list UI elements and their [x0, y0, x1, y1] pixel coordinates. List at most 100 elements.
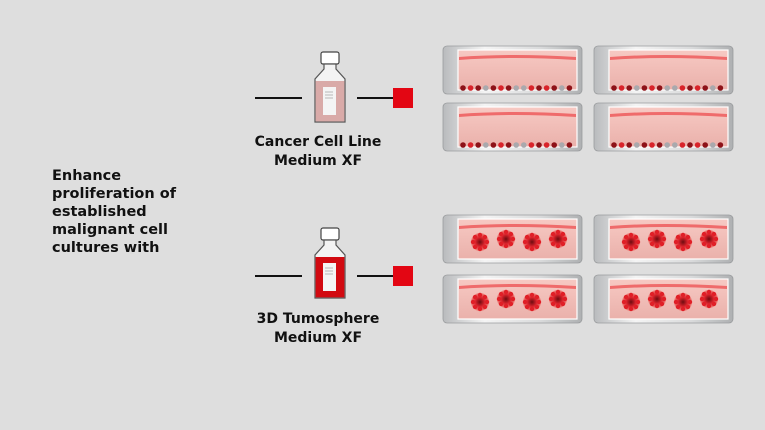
- tumosphere-cell: [706, 303, 712, 309]
- adherent-cell-grey: [664, 142, 670, 148]
- tumosphere-cell: [508, 301, 514, 307]
- adherent-cell-grey: [664, 85, 670, 91]
- tumosphere-cell: [536, 299, 542, 305]
- adherent-cell: [490, 142, 497, 148]
- tumosphere-cell: [628, 232, 634, 238]
- tumosphere-cell: [482, 234, 488, 240]
- tumosphere-cell: [562, 296, 568, 302]
- tumosphere-cell: [536, 239, 542, 245]
- tumosphere-cell: [685, 294, 691, 300]
- tumosphere-cell: [633, 234, 639, 240]
- tumosphere-cell: [680, 306, 686, 312]
- tumosphere-cell: [548, 236, 554, 242]
- tumosphere-cell: [713, 296, 719, 302]
- tumosphere-cell: [503, 243, 509, 249]
- medium-surface: [610, 112, 727, 117]
- tumosphere-cell: [508, 241, 514, 247]
- tumosphere-cell: [529, 246, 535, 252]
- tumosphere-cell: [659, 231, 665, 237]
- tumosphere-cell: [647, 236, 653, 242]
- medium-surface: [610, 224, 727, 229]
- adherent-cell: [702, 142, 708, 148]
- tumosphere-cell: [484, 239, 490, 245]
- medium-surface: [459, 112, 576, 117]
- tumosphere-cell: [673, 299, 679, 305]
- tumosphere-cell: [654, 243, 660, 249]
- adherent-cell-grey: [634, 142, 640, 148]
- adherent-cell: [626, 142, 632, 148]
- tumosphere-cell: [550, 301, 556, 307]
- tumosphere-cell: [706, 289, 712, 295]
- adherent-cell-grey: [521, 85, 527, 91]
- adherent-cell: [717, 85, 724, 91]
- tumosphere-cell: [529, 292, 535, 298]
- adherent-cell: [656, 142, 663, 148]
- tumosphere-cell: [522, 239, 528, 245]
- adherent-cell: [551, 85, 557, 91]
- tumosphere-cell: [680, 292, 686, 298]
- tumosphere-cell: [701, 241, 707, 247]
- product-suffix: Medium XF: [273, 330, 363, 346]
- tumosphere-cell: [555, 229, 561, 235]
- tumosphere-cell: [673, 239, 679, 245]
- tumosphere-cell: [472, 244, 478, 250]
- adherent-cell: [566, 85, 573, 91]
- tumosphere-cell: [654, 289, 660, 295]
- adherent-cell: [460, 85, 466, 91]
- tumosphere-cell: [524, 234, 530, 240]
- red-square-marker: [393, 88, 413, 108]
- adherent-cell: [498, 85, 504, 91]
- tumosphere-cell: [477, 306, 483, 312]
- tumosphere-cell: [675, 244, 681, 250]
- tumosphere-cell: [706, 229, 712, 235]
- tumosphere-cell: [534, 294, 540, 300]
- culture-dish: [593, 274, 734, 324]
- tumosphere-cell: [548, 296, 554, 302]
- adherent-cell-grey: [559, 142, 565, 148]
- tumosphere-cell: [503, 229, 509, 235]
- tumosphere-cell: [647, 296, 653, 302]
- tumosphere-cell: [524, 294, 530, 300]
- tumosphere-cell: [649, 231, 655, 237]
- tumosphere-cell: [522, 299, 528, 305]
- adherent-cell: [505, 85, 512, 91]
- tumosphere-cell: [508, 291, 514, 297]
- tumosphere-cell: [711, 301, 717, 307]
- adherent-cell-grey: [521, 142, 527, 148]
- tumosphere-cell: [534, 244, 540, 250]
- adherent-cell: [536, 85, 542, 91]
- adherent-cell: [717, 142, 724, 148]
- product-label-cancer-cell-line: Cancer Cell Line Medium XF: [233, 133, 403, 171]
- tumosphere-cell: [628, 246, 634, 252]
- tumosphere-cell: [699, 236, 705, 242]
- tumosphere-cell: [628, 306, 634, 312]
- tumosphere-cell: [472, 234, 478, 240]
- tumosphere-cell: [675, 294, 681, 300]
- adherent-cell: [679, 85, 686, 91]
- tumosphere-cell: [482, 244, 488, 250]
- tumosphere-cell: [699, 296, 705, 302]
- adherent-cell: [702, 85, 708, 91]
- medium-surface: [459, 284, 576, 289]
- adherent-cell: [694, 85, 701, 91]
- tumosphere-cell: [659, 301, 665, 307]
- tumosphere-cell: [510, 236, 516, 242]
- bottle-label: [323, 87, 336, 115]
- culture-dish: [442, 45, 583, 95]
- intro-text: Enhance proliferation of established mal…: [52, 168, 177, 256]
- tumosphere-cell: [685, 234, 691, 240]
- culture-dish: [593, 214, 734, 264]
- tumosphere-cell: [560, 241, 566, 247]
- adherent-cell: [467, 85, 474, 91]
- tumosphere-cell: [659, 241, 665, 247]
- adherent-cell: [543, 142, 550, 148]
- medium-surface: [459, 224, 576, 229]
- tumosphere-cell: [555, 289, 561, 295]
- tumosphere-cell: [685, 244, 691, 250]
- culture-dish: [442, 214, 583, 264]
- adherent-cell: [475, 142, 482, 148]
- tumosphere-cell: [675, 234, 681, 240]
- culture-dish: [593, 102, 734, 152]
- culture-dish: [593, 45, 734, 95]
- adherent-cell: [641, 142, 648, 148]
